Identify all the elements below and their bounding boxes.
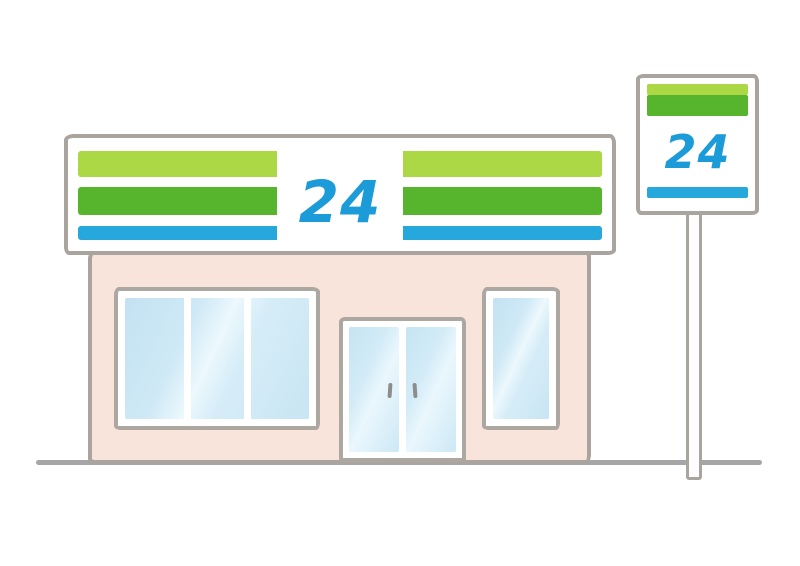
- pole-sign-stripe-light-green: [647, 84, 748, 95]
- entrance-door-right: [406, 327, 456, 452]
- pole-sign-stripe-green: [647, 95, 748, 116]
- storefront-sign-band: 24: [64, 134, 616, 255]
- pole-sign: 24: [636, 74, 759, 215]
- pole-sign-stripe-blue: [647, 187, 748, 198]
- pole-sign-24-panel: 24: [640, 116, 755, 187]
- door-handle-left: [387, 383, 393, 399]
- pole-sign-24-text: 24: [664, 124, 731, 179]
- entrance-doors: [339, 317, 466, 462]
- storefront-24-text: 24: [298, 168, 382, 236]
- entrance-door-left: [349, 327, 399, 452]
- window-mullion: [183, 298, 191, 419]
- door-handle-right: [412, 383, 418, 399]
- sign-24-panel: 24: [277, 144, 403, 242]
- window-mullion: [244, 298, 252, 419]
- left-window-glass: [125, 298, 309, 419]
- right-window: [482, 287, 560, 430]
- left-window: [114, 287, 320, 430]
- right-window-glass: [493, 298, 549, 419]
